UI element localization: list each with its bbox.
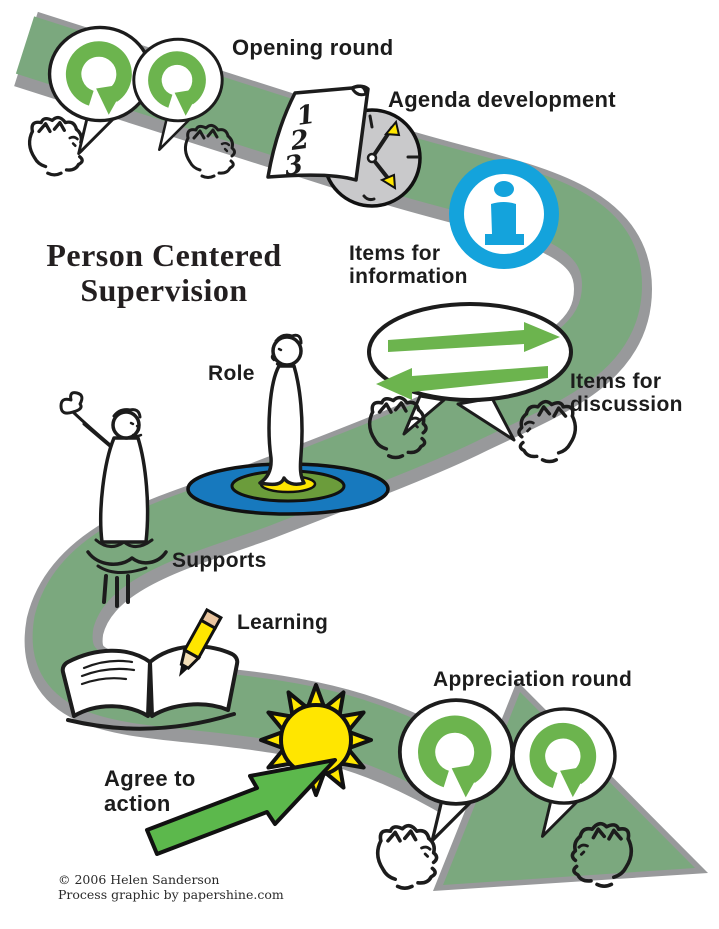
paper-number-1: 1 <box>295 100 317 132</box>
label-appreciation-round: Appreciation round <box>433 668 633 691</box>
role-person-icon <box>258 333 306 487</box>
label-learning: Learning <box>237 611 329 634</box>
label-agree-to-action: Agree to action <box>104 766 196 816</box>
open-book-icon <box>60 644 240 731</box>
title-line1: Person Centered <box>46 237 282 273</box>
green-arrow-icon <box>145 758 337 856</box>
label-items-for-discussion: Items for discussion <box>570 370 683 416</box>
paper-number-3: 3 <box>283 150 305 182</box>
sun-icon <box>259 683 373 797</box>
supports-person-icon <box>59 391 154 548</box>
label-agenda-development: Agenda development <box>388 87 616 112</box>
agenda-paper-icon: 1 2 3 <box>266 84 370 182</box>
face-sketch-icon <box>375 823 439 891</box>
info-icon <box>449 159 559 269</box>
title-line2: Supervision <box>80 272 248 308</box>
paper-number-2: 2 <box>288 125 311 157</box>
face-sketch-icon <box>27 115 86 177</box>
copyright-line2: Process graphic by papershine.com <box>58 887 284 902</box>
page-title: Person Centered Supervision <box>14 238 314 308</box>
copyright-line1: © 2006 Helen Sanderson <box>58 872 220 887</box>
label-opening-round: Opening round <box>232 35 394 60</box>
label-role: Role <box>208 362 255 385</box>
copyright: © 2006 Helen Sanderson Process graphic b… <box>58 872 284 902</box>
exchange-arrows-icon <box>376 322 560 400</box>
pencil-icon <box>179 607 223 677</box>
pedestal-icon <box>86 550 168 608</box>
label-items-for-information: Items for information <box>349 242 468 288</box>
label-supports: Supports <box>172 549 267 572</box>
